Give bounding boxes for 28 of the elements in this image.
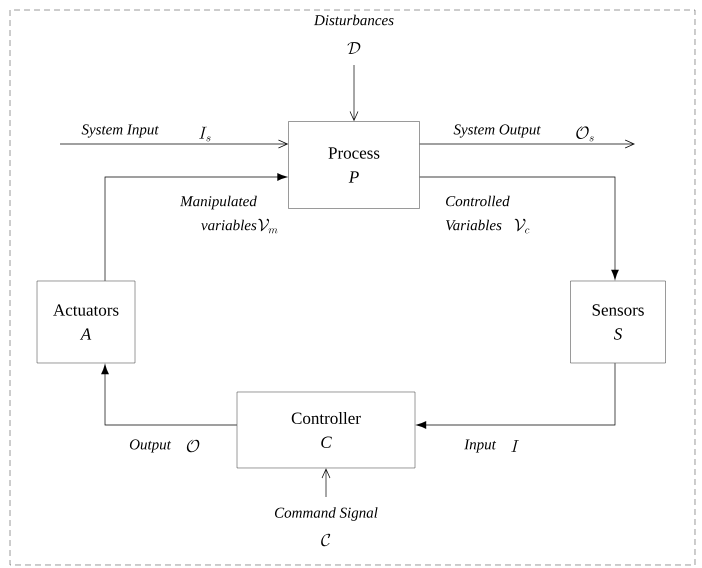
edge-label: System Input xyxy=(82,124,159,138)
arrow xyxy=(101,364,238,426)
symbol: $\mathcal{V}_c$ xyxy=(514,218,530,234)
symbol: $\mathcal{O}_s$ xyxy=(576,126,594,142)
symbol: $\mathcal{O}$ xyxy=(186,440,200,452)
edge-label: System Output xyxy=(454,124,541,138)
process-box: Process P xyxy=(288,121,420,209)
arrow xyxy=(322,468,330,498)
arrow xyxy=(104,173,288,282)
symbol: $\mathcal{V}_m$ xyxy=(258,218,278,234)
symbol: $\mathcal{D}$ xyxy=(347,42,360,54)
symbol: $I_s$ xyxy=(199,126,211,142)
symbol: $I$ xyxy=(511,440,519,452)
edge-label: Output xyxy=(130,439,172,453)
controller-box: Controller C xyxy=(236,392,416,468)
symbol: $\mathcal{C}$ xyxy=(321,534,330,546)
arrow xyxy=(419,140,635,148)
arrow xyxy=(419,176,619,280)
sensor-box: Sensors S xyxy=(570,280,666,364)
edge-label: Manipulated variables xyxy=(180,196,257,230)
edge-label: Input xyxy=(464,440,496,452)
edge-label: Controlled Variables xyxy=(446,196,510,230)
actuator-box: Actuators A xyxy=(36,280,136,364)
edge-label: Disturbances xyxy=(314,14,394,26)
arrow xyxy=(350,64,358,122)
arrow xyxy=(416,362,616,429)
arrow xyxy=(60,140,288,148)
edge-label: Command Signal xyxy=(274,507,378,521)
